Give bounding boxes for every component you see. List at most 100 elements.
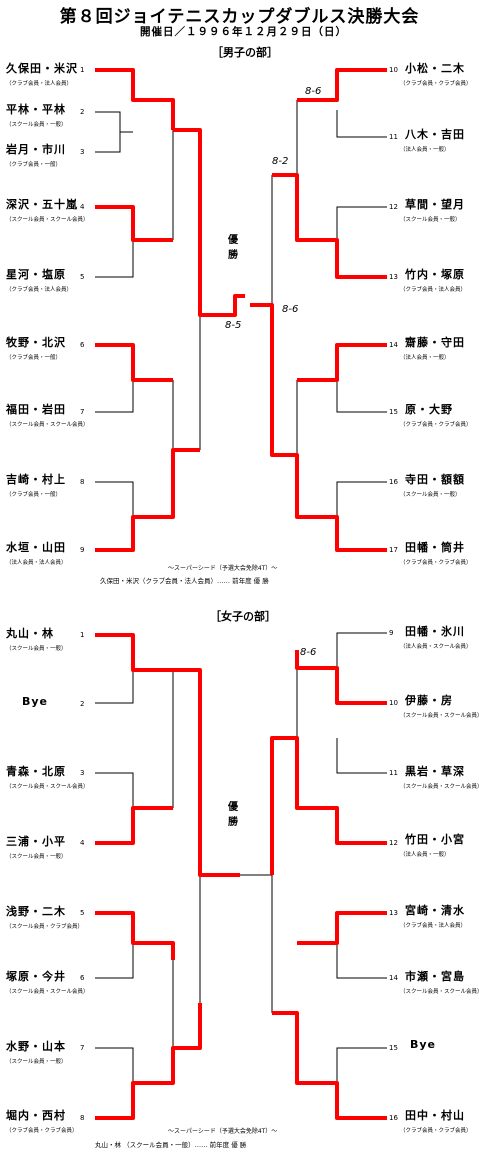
men-player-1-club: （クラブ会員・法人会員） [6, 81, 73, 87]
men-player-2-num: 2 [80, 108, 85, 116]
men-player-10-club: （クラブ会員・クラブ会員） [400, 81, 472, 87]
women-player-1-club: （スクール会員・一般） [6, 646, 67, 652]
men-player-13-club: （クラブ会員・法人会員） [400, 287, 467, 293]
men-player-1-name: 久保田・米沢 [6, 62, 78, 75]
men-final-label: 優勝 [228, 235, 238, 261]
women-player-3-club: （スクール会員・スクール会員） [6, 784, 89, 790]
men-player-10-name: 小松・二木 [405, 62, 465, 75]
women-player-5-club: （スクール会員・クラブ会員） [6, 924, 84, 930]
men-player-8-num: 8 [80, 478, 85, 486]
event-date: 開催日／１９９６年１２月２９日（日） [140, 26, 347, 38]
women-player-13-club: （クラブ会員・法人会員） [400, 923, 467, 929]
women-player-8-num: 8 [80, 1114, 85, 1122]
women-player-14-num: 14 [389, 974, 398, 982]
women-player-2-name: Bye [22, 695, 49, 708]
men-player-17-club: （クラブ会員・クラブ会員） [400, 560, 472, 566]
women-player-4-club: （スクール会員・一般） [6, 854, 67, 860]
women-player-12-num: 12 [389, 839, 398, 847]
women-player-10-name: 伊藤・房 [405, 694, 453, 707]
men-player-13-name: 竹内・塚原 [405, 268, 465, 281]
women-player-12-club: （法人会員・一般） [400, 852, 450, 858]
women-player-5-name: 浅野・二木 [6, 905, 66, 918]
men-player-7-name: 福田・岩田 [6, 403, 66, 416]
men-player-16-num: 16 [389, 478, 398, 486]
men-player-15-club: （クラブ会員・クラブ会員） [400, 422, 472, 428]
men-player-7-num: 7 [80, 408, 85, 416]
women-player-13-name: 宮崎・清水 [405, 904, 465, 917]
women-player-4-name: 三浦・小平 [6, 835, 66, 848]
men-score-1: 8-6 [305, 86, 322, 97]
men-player-12-name: 草間・望月 [405, 198, 465, 211]
women-player-11-club: （スクール会員・スクール会員） [400, 784, 479, 790]
women-player-6-club: （スクール会員・スクール会員） [6, 989, 89, 995]
women-player-9-club: （法人会員・スクール会員） [400, 644, 472, 650]
men-score-3: 8-5 [225, 320, 242, 331]
page-title: 第８回ジョイテニスカップダブルス決勝大会 [59, 7, 420, 27]
women-player-7-name: 水野・山本 [6, 1040, 66, 1053]
women-player-16-name: 田中・村山 [405, 1109, 465, 1122]
men-player-14-club: （法人会員・一般） [400, 355, 450, 361]
men-player-2-name: 平林・平林 [6, 103, 66, 116]
women-section-title: ［女子の部］ [210, 610, 276, 623]
men-player-6-num: 6 [80, 341, 85, 349]
men-player-1-num: 1 [80, 66, 85, 74]
women-player-11-num: 11 [389, 769, 398, 777]
women-score-1: 8-6 [300, 647, 317, 658]
women-player-7-club: （スクール会員・一般） [6, 1059, 67, 1065]
men-score-4: 8-6 [282, 304, 299, 315]
men-player-3-name: 岩月・市川 [6, 143, 66, 156]
women-player-15-name: Bye [410, 1038, 437, 1051]
women-player-8-club: （クラブ会員・クラブ会員） [6, 1128, 78, 1134]
women-player-1-num: 1 [80, 631, 85, 639]
women-player-12-name: 竹田・小宮 [405, 833, 465, 846]
women-player-14-name: 市瀬・宮島 [405, 970, 465, 983]
red-winner-lines [95, 68, 387, 1120]
men-player-13-num: 13 [389, 273, 398, 281]
men-section-title: ［男子の部］ [212, 46, 278, 59]
men-superseed-text: 久保田・米沢（クラブ会員・法人会員）…… 前年度 優 勝 [100, 577, 269, 585]
men-player-4-name: 深沢・五十嵐 [6, 198, 78, 211]
women-player-5-num: 5 [80, 909, 85, 917]
men-player-16-name: 寺田・額額 [405, 473, 465, 486]
women-player-10-num: 10 [389, 699, 398, 707]
men-player-3-club: （クラブ会員・一般） [6, 162, 62, 168]
women-player-3-name: 青森・北原 [6, 765, 66, 778]
women-player-3-num: 3 [80, 769, 85, 777]
women-player-11-name: 黒岩・草深 [405, 765, 465, 778]
men-player-16-club: （スクール会員・一般） [400, 492, 461, 498]
men-player-8-name: 吉崎・村上 [6, 473, 66, 486]
men-player-17-name: 田幡・筒井 [405, 541, 465, 554]
men-player-15-name: 原・大野 [405, 403, 453, 416]
men-player-12-num: 12 [389, 203, 398, 211]
men-player-3-num: 3 [80, 148, 85, 156]
women-player-2-num: 2 [80, 700, 85, 708]
men-player-11-num: 11 [389, 133, 398, 141]
men-player-8-club: （クラブ会員・一般） [6, 492, 62, 498]
men-player-17-num: 17 [389, 546, 398, 554]
women-player-1-name: 丸山・林 [6, 627, 54, 640]
men-score-2: 8-2 [272, 156, 289, 167]
women-player-6-name: 塚原・今井 [6, 970, 66, 983]
men-player-5-name: 星河・塩原 [6, 268, 66, 281]
men-player-9-name: 水垣・山田 [6, 541, 66, 554]
black-bracket-lines [95, 100, 387, 1083]
men-player-6-club: （クラブ会員・一般） [6, 355, 62, 361]
men-player-7-club: （スクール会員・スクール会員） [6, 422, 89, 428]
women-player-9-num: 9 [389, 629, 394, 637]
men-player-2-club: （スクール会員・一般） [6, 122, 67, 128]
men-player-14-num: 14 [389, 341, 398, 349]
women-player-13-num: 13 [389, 909, 398, 917]
men-player-10-num: 10 [389, 66, 398, 74]
women-player-6-num: 6 [80, 974, 85, 982]
men-player-5-num: 5 [80, 273, 85, 281]
women-player-16-club: （クラブ会員・クラブ会員） [400, 1128, 472, 1134]
men-player-9-num: 9 [80, 546, 85, 554]
men-player-14-name: 齋藤・守田 [405, 336, 465, 349]
men-player-11-club: （法人会員・一般） [400, 147, 450, 153]
women-player-10-club: （スクール会員・スクール会員） [400, 713, 479, 719]
women-player-7-num: 7 [80, 1044, 85, 1052]
men-superseed-title: 〜スーパーシード（予選大会免除4T）〜 [168, 565, 278, 572]
women-final-label: 優勝 [228, 802, 238, 828]
women-player-8-name: 堀内・西村 [6, 1109, 66, 1122]
